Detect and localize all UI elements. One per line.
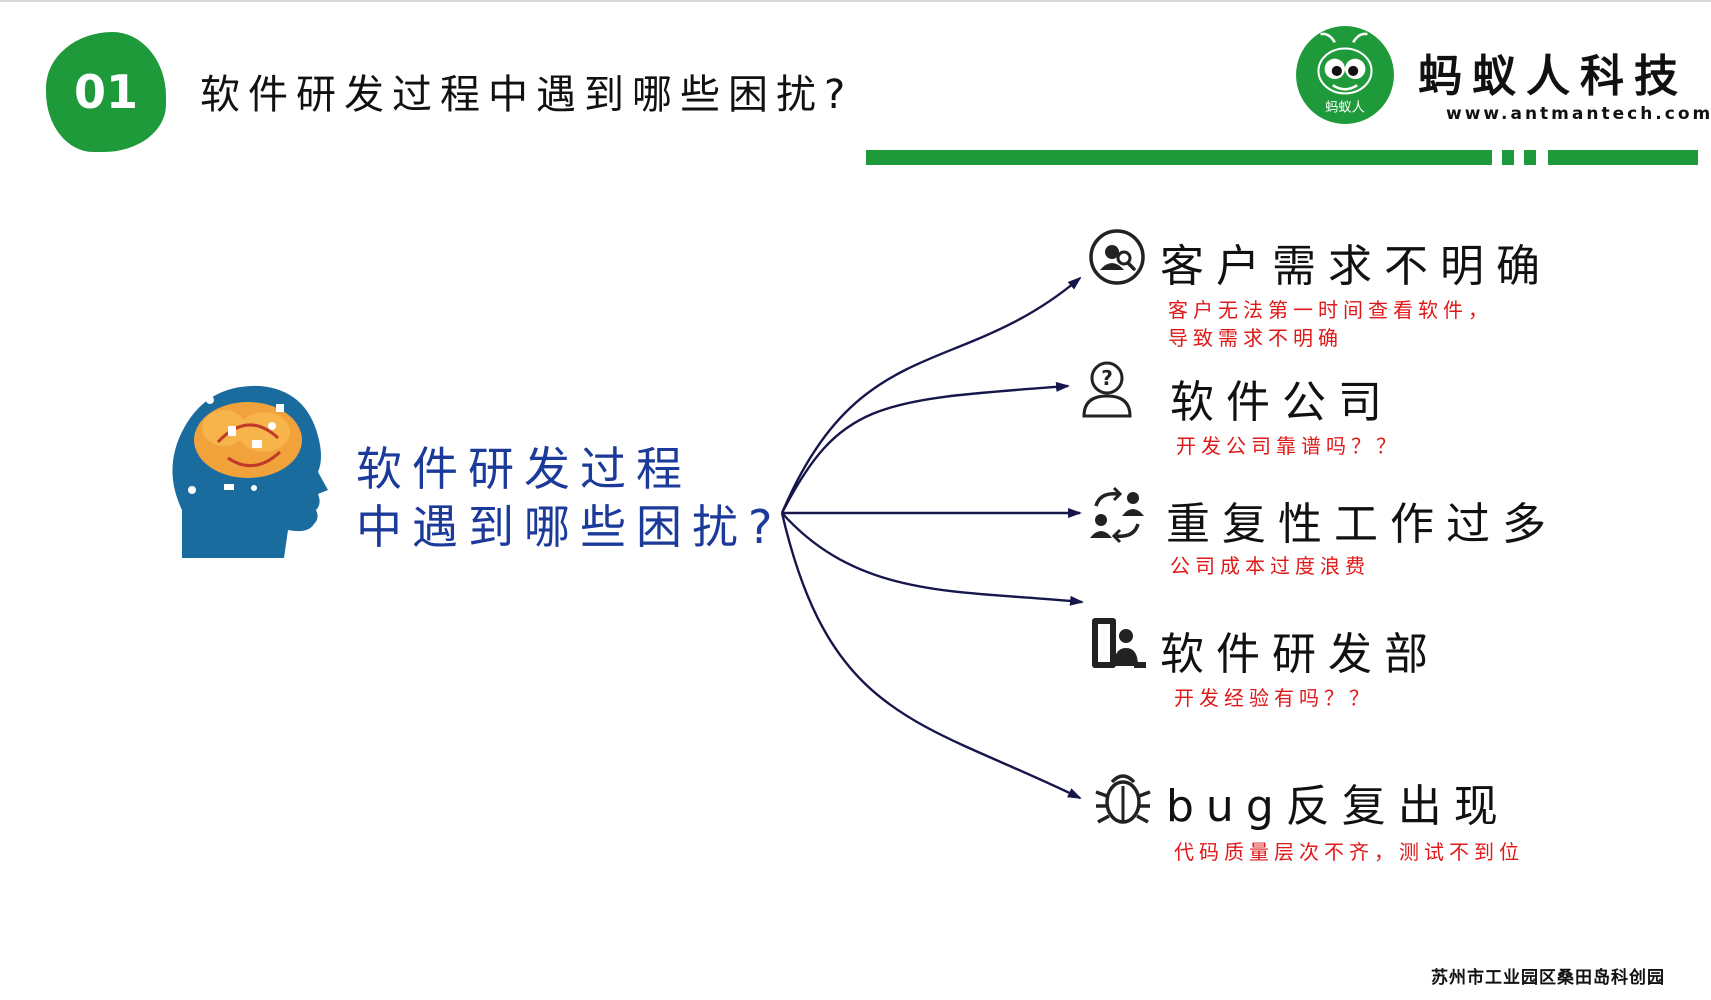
ant-logo-icon: 蚂蚁人 — [1296, 26, 1394, 124]
header-bar-short-2 — [1524, 150, 1536, 165]
bug-icon — [1095, 774, 1151, 824]
users-exchange-icon — [1090, 486, 1144, 544]
node-title-4: 软件研发部 — [1160, 629, 1440, 680]
center-question-line2: 中遇到哪些困扰? — [356, 500, 783, 554]
node-title-3: 重复性工作过多 — [1166, 499, 1558, 550]
node-desc-5: 代码质量层次不齐，测试不到位 — [1174, 840, 1524, 864]
node-title-1: 客户需求不明确 — [1160, 241, 1552, 292]
connector-1 — [780, 276, 1082, 514]
logo-text: 蚂蚁人 — [1325, 100, 1365, 116]
node-title-5: bug反复出现 — [1166, 781, 1510, 832]
node-desc-1: 客户无法第一时间查看软件， 导致需求不明确 — [1168, 296, 1493, 352]
brand-name: 蚂蚁人科技 — [1418, 51, 1688, 102]
node-desc-2: 开发公司靠谱吗？？ — [1176, 434, 1401, 458]
center-question-line1: 软件研发过程 — [356, 442, 692, 496]
department-icon — [1092, 618, 1146, 668]
top-rule — [0, 0, 1711, 2]
connector-2 — [780, 381, 1070, 514]
page-title: 软件研发过程中遇到哪些困扰? — [200, 72, 854, 118]
connector-4 — [781, 512, 1084, 606]
user-question-icon: ? — [1082, 361, 1132, 418]
connector-5 — [780, 512, 1082, 800]
center-question: 软件研发过程 中遇到哪些困扰? — [356, 440, 782, 556]
head-cloud-icon — [172, 385, 328, 558]
header-bar-short-1 — [1502, 150, 1514, 165]
user-search-icon — [1089, 229, 1145, 285]
brand-url: www.antmantech.com — [1446, 104, 1711, 124]
section-number-badge: 01 — [46, 32, 166, 152]
node-title-2: 软件公司 — [1170, 377, 1394, 428]
node-desc-1-line2: 导致需求不明确 — [1168, 326, 1343, 350]
node-desc-3: 公司成本过度浪费 — [1170, 554, 1370, 578]
node-desc-4: 开发经验有吗？？ — [1174, 686, 1374, 710]
header-bar-end — [1548, 150, 1698, 165]
svg-text:?: ? — [1101, 366, 1113, 390]
header-bar-long — [866, 150, 1492, 165]
node-desc-1-line1: 客户无法第一时间查看软件， — [1168, 298, 1493, 322]
footer-address: 苏州市工业园区桑田岛科创园 — [1431, 968, 1665, 988]
